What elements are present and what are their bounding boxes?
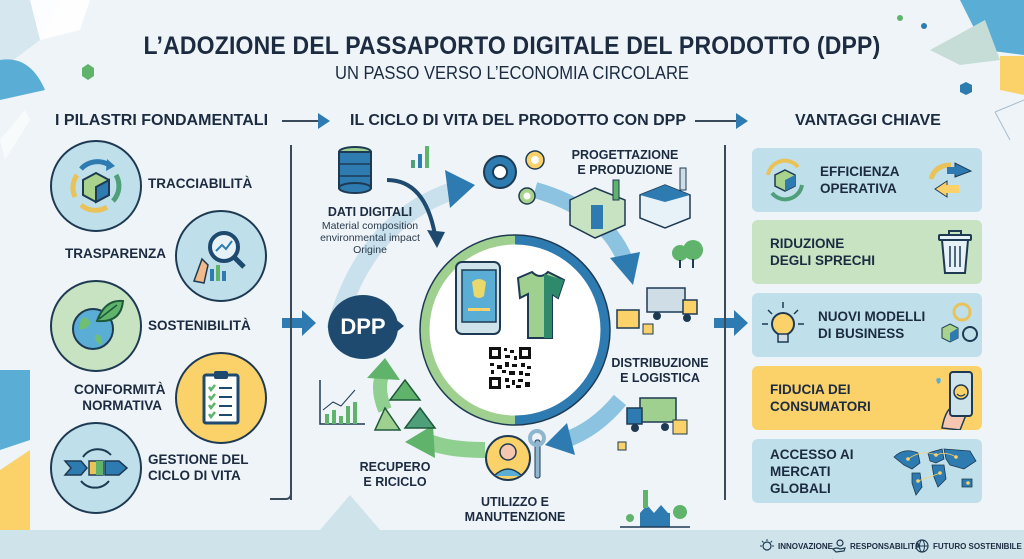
pillar-gestione-circle (50, 422, 142, 514)
stage-progettazione: PROGETTAZIONE E PRODUZIONE (571, 148, 679, 177)
clipboard-checklist-icon (202, 371, 240, 425)
truck-icon-2 (617, 397, 688, 451)
product-tablet-shirt-icon (455, 261, 566, 339)
pillar-conformita-circle (175, 352, 267, 444)
world-map-icon (893, 448, 977, 496)
footer-item-futuro: FUTURO SOSTENIBILE (915, 539, 1022, 553)
advantage-accesso-mercati: ACCESSO AI MERCATI GLOBALI (752, 439, 982, 503)
globe-leaf-icon (72, 299, 125, 350)
advantage-riduzione: RIDUZIONE DEGLI SPRECHI (752, 220, 982, 284)
pillar-tracciabilita: TRACCIABILITÀ (148, 176, 253, 191)
factory-icon (569, 167, 691, 239)
pillars-bracket (270, 145, 292, 500)
footer-item-innovazione: INNOVAZIONE (760, 539, 833, 553)
growth-chart-icon (319, 380, 365, 425)
pillars-arrow-icon (318, 113, 330, 129)
cycle-to-advantages-arrow-icon (714, 310, 748, 336)
cube-cycle-icon (70, 159, 122, 213)
cycle-arrow-line (695, 120, 737, 122)
cycle-left-divider (290, 145, 292, 500)
pillars-heading: I PILASTRI FONDAMENTALI (55, 112, 269, 129)
magnifier-chart-icon (192, 231, 246, 284)
cycle-arrow-icon (736, 113, 748, 129)
pillar-sostenibilita-circle (50, 280, 142, 372)
cycle-cube-icon (766, 158, 804, 202)
phone-smiley-icon (936, 371, 973, 430)
wrench-icon (528, 429, 546, 479)
lightbulb-icon (762, 302, 804, 343)
recycle-icon (373, 378, 437, 431)
stage-utilizzo: UTILIZZO E MANUTENZIONE (464, 495, 566, 524)
lightbulb-small-icon (760, 539, 774, 551)
advantages-heading: VANTAGGI CHIAVE (795, 112, 941, 129)
globe-small-icon (915, 539, 929, 553)
bar-chart-icon (411, 146, 429, 168)
pillar-trasparenza: TRASPARENZA (65, 246, 166, 261)
trash-can-icon (938, 230, 972, 274)
pillar-conformita: CONFORMITÀ NORMATIVA (74, 382, 166, 413)
database-icon (338, 146, 372, 194)
pillar-gestione: GESTIONE DEL CICLO DI VITA (148, 452, 249, 483)
person-icon (485, 435, 531, 481)
pillar-sostenibilita: SOSTENIBILITÀ (148, 318, 251, 333)
gears-icon (483, 150, 545, 205)
qr-code-icon (488, 346, 532, 390)
pillar-trasparenza-circle (175, 210, 267, 302)
trees-icon (672, 240, 703, 268)
pillar-tracciabilita-circle (50, 140, 142, 232)
digital-data-block: DATI DIGITALI Material composition envir… (320, 205, 420, 256)
page-title: L’ADOZIONE DEL PASSAPORTO DIGITALE DEL P… (143, 32, 881, 60)
footer-bar: INNOVAZIONE RESPONSABILITÀ FUTURO SOSTEN… (0, 530, 1024, 559)
stage-recupero: RECUPERO E RICICLO (359, 460, 431, 489)
footer-item-responsabilita: RESPONSABILITÀ (832, 539, 921, 553)
truck-icon (616, 287, 698, 335)
gears-cube-icon (941, 302, 978, 343)
advantage-efficienza: EFFICIENZA OPERATIVA (752, 148, 982, 212)
exchange-arrows-icon (928, 162, 973, 198)
factory-small-icon (620, 490, 690, 528)
advantage-nuovi-modelli: NUOVI MODELLI DI BUSINESS (752, 293, 982, 357)
page-subtitle: UN PASSO VERSO L’ECONOMIA CIRCOLARE (335, 63, 689, 83)
pillars-arrow-line (282, 120, 320, 122)
stage-distribuzione: DISTRIBUZIONE E LOGISTICA (611, 356, 709, 385)
cycle-right-divider (724, 145, 726, 500)
dpp-badge-pointer (394, 318, 404, 334)
hand-coin-icon (832, 539, 846, 553)
dpp-badge: DPP (328, 295, 398, 359)
advantage-fiducia: FIDUCIA DEI CONSUMATORI (752, 366, 982, 430)
lifecycle-box-icon (63, 448, 129, 489)
cycle-heading: IL CICLO DI VITA DEL PRODOTTO CON DPP (350, 112, 687, 129)
